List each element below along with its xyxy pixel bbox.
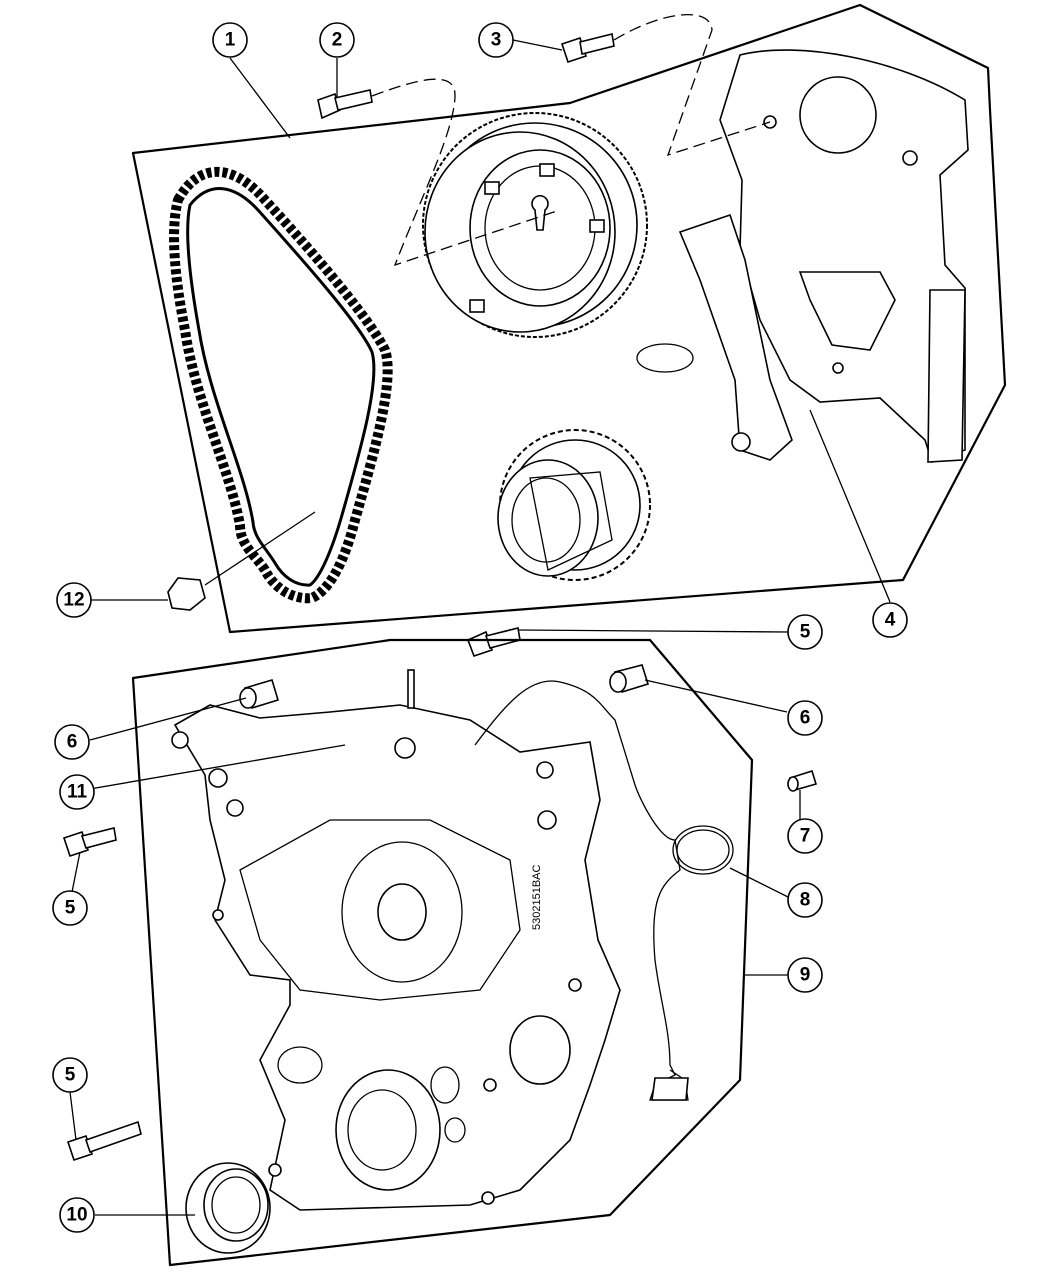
- bolt-5-top: [466, 627, 521, 658]
- cover-part-number: 5302151BAC: [531, 865, 543, 930]
- callout-10: 10: [59, 1197, 95, 1233]
- leader-lines: [69, 39, 891, 1216]
- o-ring: [672, 825, 734, 875]
- svg-text:3: 3: [491, 30, 502, 51]
- svg-text:8: 8: [800, 890, 811, 911]
- tensioner-arm: [678, 213, 793, 461]
- timing-chain: [169, 166, 393, 604]
- bolt-5-lower: [66, 1120, 142, 1162]
- callout-5-middle: 5: [52, 890, 88, 926]
- svg-text:1: 1: [225, 30, 236, 51]
- svg-text:12: 12: [63, 590, 84, 611]
- tensioner-assembly: [636, 49, 969, 464]
- chain-clip: [167, 577, 206, 611]
- dowel-left: [239, 679, 279, 709]
- lower-panel-outline: [131, 638, 754, 1267]
- callout-5-lower: 5: [52, 1057, 88, 1093]
- callout-8: 8: [787, 882, 823, 918]
- chain-inner: [186, 187, 376, 587]
- callout-12: 12: [56, 582, 92, 618]
- cam-sprocket: [422, 112, 648, 338]
- svg-text:9: 9: [800, 965, 811, 986]
- chain-outer: [169, 166, 393, 604]
- callout-1: 1: [212, 22, 248, 58]
- svg-text:5: 5: [800, 622, 811, 643]
- svg-text:11: 11: [67, 782, 88, 803]
- svg-text:2: 2: [332, 30, 343, 51]
- bolt-2: [317, 89, 373, 120]
- bolt-3: [560, 33, 615, 64]
- callout-11: 11: [59, 774, 95, 810]
- dowel-pin: [787, 769, 818, 792]
- crank-seal: [185, 1162, 271, 1254]
- upper-panel: [131, 3, 1007, 634]
- callout-3: 3: [478, 22, 514, 58]
- bolt-5-middle: [62, 827, 117, 858]
- dowel-right: [609, 664, 650, 693]
- callout-6-left: 6: [54, 724, 90, 760]
- svg-text:6: 6: [67, 732, 78, 753]
- callout-5-top: 5: [787, 614, 823, 650]
- svg-text:4: 4: [885, 610, 896, 631]
- callout-7: 7: [787, 818, 823, 854]
- svg-text:7: 7: [800, 826, 811, 847]
- upper-panel-outline: [131, 3, 1007, 634]
- callout-4: 4: [872, 602, 908, 638]
- svg-text:5: 5: [65, 898, 76, 919]
- crank-sprocket: [497, 429, 651, 581]
- cover-gasket: [474, 680, 689, 1101]
- callout-2: 2: [319, 22, 355, 58]
- callout-9: 9: [787, 957, 823, 993]
- svg-text:10: 10: [66, 1205, 87, 1226]
- bolt-3-path: [613, 13, 771, 157]
- lower-panel: 5302151BAC: [62, 638, 818, 1267]
- timing-cover: [173, 704, 621, 1211]
- callout-6-right: 6: [787, 700, 823, 736]
- svg-text:6: 6: [800, 708, 811, 729]
- svg-text:5: 5: [65, 1065, 76, 1086]
